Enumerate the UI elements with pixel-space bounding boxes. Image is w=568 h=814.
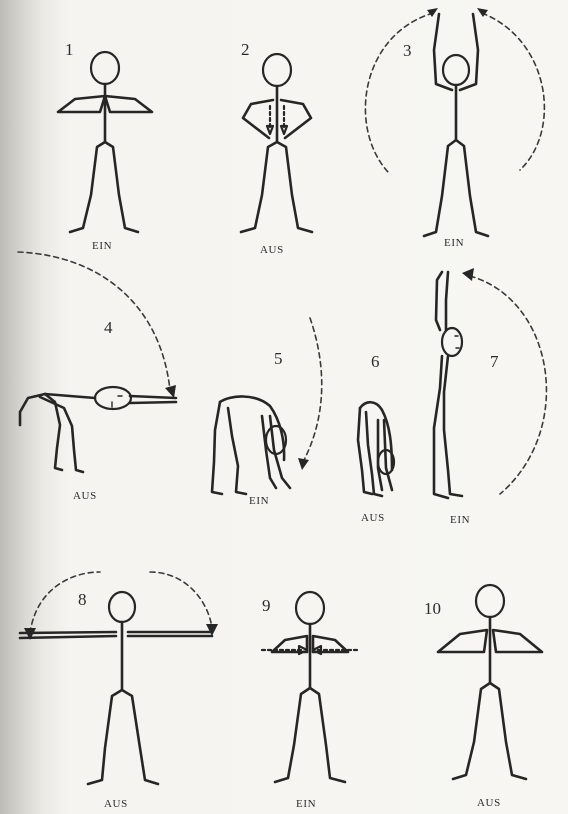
step-1-breath-label: EIN xyxy=(92,240,112,252)
step-4-breath-label: AUS xyxy=(73,490,97,502)
step-6-number: 6 xyxy=(371,352,380,372)
step-4-number: 4 xyxy=(104,318,113,338)
figure-7 xyxy=(434,268,546,498)
step-3-breath-label: EIN xyxy=(444,237,464,249)
figure-9 xyxy=(262,592,358,782)
figure-2 xyxy=(241,54,312,232)
figure-6 xyxy=(358,402,394,496)
step-2-breath-label: AUS xyxy=(260,244,284,256)
step-1-number: 1 xyxy=(65,40,74,60)
step-7-breath-label: EIN xyxy=(450,514,470,526)
step-9-breath-label: EIN xyxy=(296,798,316,810)
figure-8 xyxy=(20,572,218,784)
step-5-breath-label: EIN xyxy=(249,495,269,507)
step-8-number: 8 xyxy=(78,590,87,610)
step-6-breath-label: AUS xyxy=(361,512,385,524)
step-5-number: 5 xyxy=(274,349,283,369)
step-8-breath-label: AUS xyxy=(104,798,128,810)
figure-5 xyxy=(212,318,322,494)
figure-1 xyxy=(58,52,152,232)
step-3-number: 3 xyxy=(403,41,412,61)
figure-10 xyxy=(438,585,542,779)
step-7-number: 7 xyxy=(490,352,499,372)
step-2-number: 2 xyxy=(241,40,250,60)
step-9-number: 9 xyxy=(262,596,271,616)
figure-3 xyxy=(365,8,544,236)
figure-4 xyxy=(18,252,176,472)
step-10-number: 10 xyxy=(424,599,441,619)
step-10-breath-label: AUS xyxy=(477,797,501,809)
